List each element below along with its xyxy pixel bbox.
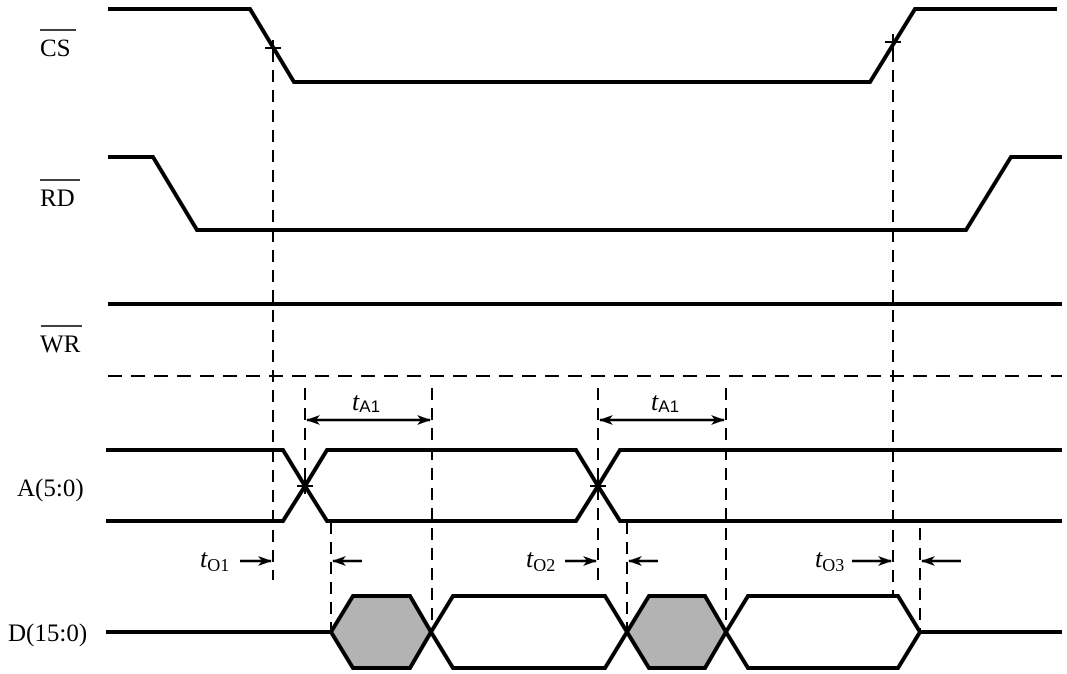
addr-crossmark-1 [297, 478, 313, 494]
data-invalid-window-2 [624, 594, 729, 670]
dimension-ta1-second: tA1 [599, 387, 725, 425]
to2-label: tO2 [526, 544, 555, 575]
guide-lines [272, 50, 921, 632]
label-cs-text: CS [40, 35, 71, 62]
label-addr: A(5:0) [17, 475, 84, 502]
ta1-first-label: tA1 [352, 387, 380, 416]
addr-line-lower [106, 448, 1062, 523]
label-wr-text: WR [40, 331, 81, 358]
data-valid-window-1 [428, 594, 630, 670]
to3-label: tO3 [815, 544, 844, 575]
cs-fall-crossmark [265, 40, 281, 56]
waveform-rd [108, 155, 1062, 232]
label-rd: RD [40, 179, 80, 212]
data-valid-window-2 [723, 594, 923, 670]
waveform-cs [108, 7, 1057, 84]
addr-crossmark-2 [590, 478, 606, 494]
ta1-second-label: tA1 [651, 387, 679, 416]
to1-label: tO1 [200, 544, 229, 575]
dimension-to1: tO1 [200, 544, 362, 575]
label-wr: WR [40, 325, 82, 358]
waveform-data [106, 594, 1062, 670]
data-invalid-window-1 [328, 594, 434, 670]
dimension-to3: tO3 [815, 544, 961, 575]
dimension-to2: tO2 [526, 544, 658, 575]
label-data: D(15:0) [8, 620, 87, 647]
label-rd-text: RD [40, 185, 75, 212]
addr-line-upper [106, 448, 1062, 523]
waveform-addr [106, 448, 1062, 523]
label-cs: CS [40, 29, 76, 62]
cs-rise-crossmark [885, 34, 901, 50]
dimension-ta1-first: tA1 [306, 387, 431, 425]
